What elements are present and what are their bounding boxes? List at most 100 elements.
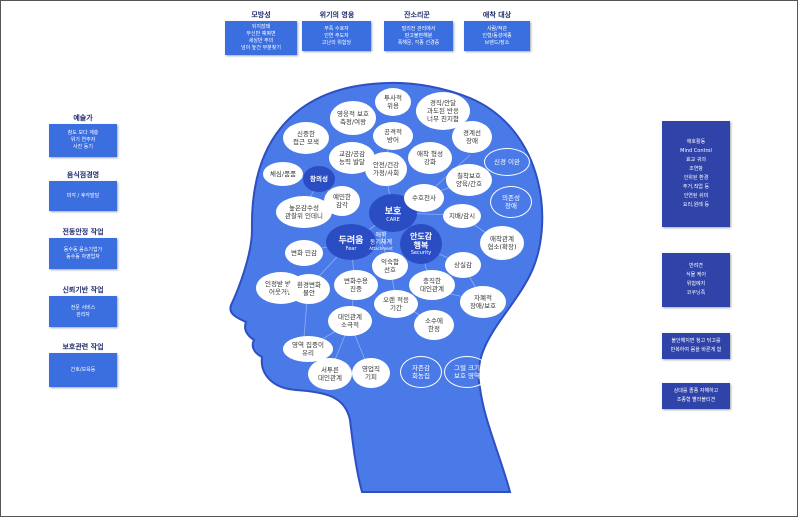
- top-label-3: 잔소리꾼: [404, 11, 430, 19]
- bubble-text: 변화수용 진중: [344, 277, 368, 293]
- bubble-text: 경직/안달 과도된 반응 너무 친지함: [427, 99, 459, 123]
- left-box-2-text: 미각 / 후각발달: [66, 192, 100, 199]
- core-fear-label: 두려움: [338, 235, 364, 246]
- bubble-text: 익숙함 선호: [381, 258, 399, 274]
- left-box-4-text: 전문 서비스 관리자: [70, 304, 96, 318]
- bubble-text: 체심/품품: [269, 170, 297, 178]
- bubble-text: 수호천사: [412, 194, 436, 202]
- bubble-text: 오랜 적응 기간: [383, 296, 409, 312]
- right-box-1-line: 요리,원례 등: [682, 202, 710, 208]
- bubble-text: 지배/감시: [448, 212, 476, 220]
- bubble-text: 자존감 회농집: [412, 364, 430, 380]
- left-box-1: 참도 보다 계층 위기 연주자 사진 동기: [49, 124, 117, 157]
- left-box-5: 간호/보육등: [49, 353, 117, 387]
- bubble-passive-relations: 대인관계 소극적: [328, 306, 372, 336]
- bubble-safety-health: 안전/건강 가정/사회: [365, 152, 407, 186]
- bubble-change-acceptance: 변화수용 진중: [334, 270, 378, 300]
- bubble-projection: 투사적 위용: [375, 88, 411, 116]
- bubble-high-sensitivity: 높은감수성 관찰위 인데니: [276, 196, 332, 228]
- right-box-2-line: 식물 케어: [686, 272, 706, 278]
- right-box-4-line: 조종형 빨라볼티견: [676, 397, 716, 403]
- bubble-narrow-attachment: 애착관계 협소(확장): [480, 226, 524, 260]
- bubble-clumsy-relations: 서투른 대인관계: [308, 358, 352, 390]
- right-box-2-line: 반려견: [689, 263, 703, 269]
- bubble-creativity: 창의성: [303, 166, 335, 192]
- core-fear: 두려움 Fear: [326, 224, 376, 260]
- right-box-2-line: 코쿠닝족: [686, 290, 706, 296]
- left-label-1: 예술가: [73, 114, 93, 122]
- right-box-1-line: 조연항: [689, 166, 703, 172]
- right-box-1-line: 주거,직업 등: [682, 184, 710, 190]
- right-box-4-line: 상대를 졸종 자해하고: [673, 388, 719, 394]
- top-box-2-text: 부족 수호자 인연 주도자 고난의 위험당: [321, 25, 352, 46]
- right-box-3-line: 반복하여 몸을 바른게 함: [670, 347, 722, 353]
- bubble-keen-senses: 예민한 감각: [324, 186, 360, 216]
- bubble-text: 자폐적 장애/보호: [469, 294, 497, 310]
- bubble-guardian-angel: 수호천사: [404, 184, 444, 212]
- bubble-text: 소수에 한정: [425, 317, 443, 333]
- bubble-text: 칠착보호 양육/간호: [455, 172, 483, 188]
- bubble-text: 그럴 크기 보호 영역: [454, 364, 480, 380]
- bubble-text: 신경 이완: [494, 158, 520, 166]
- bubble-text: 공격적 방어: [384, 128, 402, 144]
- bubble-text: 교감/공감 능력 발달: [338, 150, 366, 166]
- bubble-change-sensitive: 변화 민감: [285, 240, 323, 266]
- core-attachment-label: 애착 동기체계: [369, 231, 393, 246]
- right-box-1-line: 애호활동: [686, 139, 706, 145]
- top-box-4: 사람/적관 인형/동성애종 브랜드/장소: [464, 21, 530, 51]
- bubble-limited-few: 소수에 한정: [414, 310, 454, 340]
- bubble-text: 충직한 대인관계: [420, 277, 444, 293]
- bubble-area-focus: 영역 집중이 유리: [283, 336, 333, 362]
- bubble-environment-anxiety: 환경변화 불안: [288, 274, 330, 304]
- bubble-dependency: 의존성 장애: [490, 186, 532, 218]
- top-box-3-text: 빌리전 관리에서 판고불편해뷴 폭해문, 각종 선경증: [397, 25, 440, 46]
- bubble-aggressive-defense: 공격적 방어: [373, 122, 413, 150]
- bubble-protective-care: 칠착보호 양육/간호: [446, 164, 492, 196]
- bubble-text: 서투른 대인관계: [318, 366, 342, 382]
- bubble-self-esteem: 자존감 회농집: [400, 356, 442, 388]
- core-care-sub: CARE: [386, 216, 400, 223]
- bubble-nerve-relax: 신경 이완: [484, 148, 530, 176]
- bubble-text: 투사적 위용: [384, 94, 402, 110]
- bubble-text: 환경변화 불안: [297, 281, 321, 297]
- right-box-1: 애호활동 Mind Control 효교 귀의 조연항 인위된 환경 주거,직업…: [662, 121, 730, 227]
- bubble-dominance: 지배/감시: [443, 204, 481, 228]
- bubble-loyal-relations: 충직한 대인관계: [409, 270, 455, 300]
- left-box-4: 전문 서비스 관리자: [49, 296, 117, 327]
- bubble-text: 영웅적 보호 측정/여왕: [337, 110, 369, 126]
- bubble-text: 안전/건강 가정/사회: [372, 161, 400, 177]
- top-label-4: 애착 대상: [482, 11, 512, 19]
- bubble-text: 영업직 기피: [362, 365, 380, 381]
- bubble-familiarity: 익숙함 선호: [372, 252, 408, 280]
- left-box-3-text: 동수동 음소기업가 동수동 자영업자: [63, 246, 103, 260]
- top-label-2: 위기의 영웅: [319, 11, 355, 19]
- left-label-4: 신뢰기반 작업: [62, 286, 104, 294]
- top-box-2: 부족 수호자 인연 주도자 고난의 위험당: [302, 21, 371, 51]
- bubble-empathy: 교감/공감 능력 발달: [329, 142, 375, 174]
- core-care-label: 보호: [384, 206, 402, 217]
- bubble-text: 예민한 감각: [333, 193, 351, 209]
- right-box-1-line: 효교 귀의: [686, 157, 706, 163]
- bubble-text: 의존성 장애: [502, 194, 520, 210]
- bubble-protected-area: 그럴 크기 보호 영역: [444, 356, 490, 388]
- bubble-text: 창의성: [310, 175, 328, 183]
- bubble-heroic-protection: 영웅적 보호 측정/여왕: [330, 101, 376, 135]
- core-attachment: 애착 동기체계 Attachment: [360, 222, 402, 260]
- core-security-sub: Security: [410, 250, 432, 256]
- bubble-text: 상실감: [454, 261, 472, 269]
- left-box-2: 미각 / 후각발달: [49, 181, 117, 211]
- bubble-text: 변화 민감: [291, 249, 317, 257]
- bubble-text: 경계선 장애: [463, 129, 481, 145]
- right-box-3-line: 불안해지면 청고 닦고를: [671, 338, 721, 344]
- right-box-3: 불안해지면 청고 닦고를 반복하여 몸을 바른게 함: [662, 333, 730, 359]
- top-box-3: 빌리전 관리에서 판고불편해뷴 폭해문, 각종 선경증: [384, 21, 453, 51]
- bubble-text: 애착 형성 강화: [417, 150, 443, 166]
- top-box-4-text: 사람/적관 인형/동성애종 브랜드/장소: [482, 25, 512, 46]
- right-box-1-line: 인위된 환경: [683, 175, 709, 181]
- right-box-2-line: 위험에지: [686, 281, 706, 287]
- bubble-sensitivity: 체심/품품: [263, 162, 303, 186]
- bubble-loss: 상실감: [445, 252, 481, 278]
- core-security-label: 안도감 행복: [409, 232, 433, 250]
- bubble-careful-approach: 신중한 접근 모색: [283, 122, 329, 154]
- left-box-5-text: 간호/보육등: [70, 366, 96, 373]
